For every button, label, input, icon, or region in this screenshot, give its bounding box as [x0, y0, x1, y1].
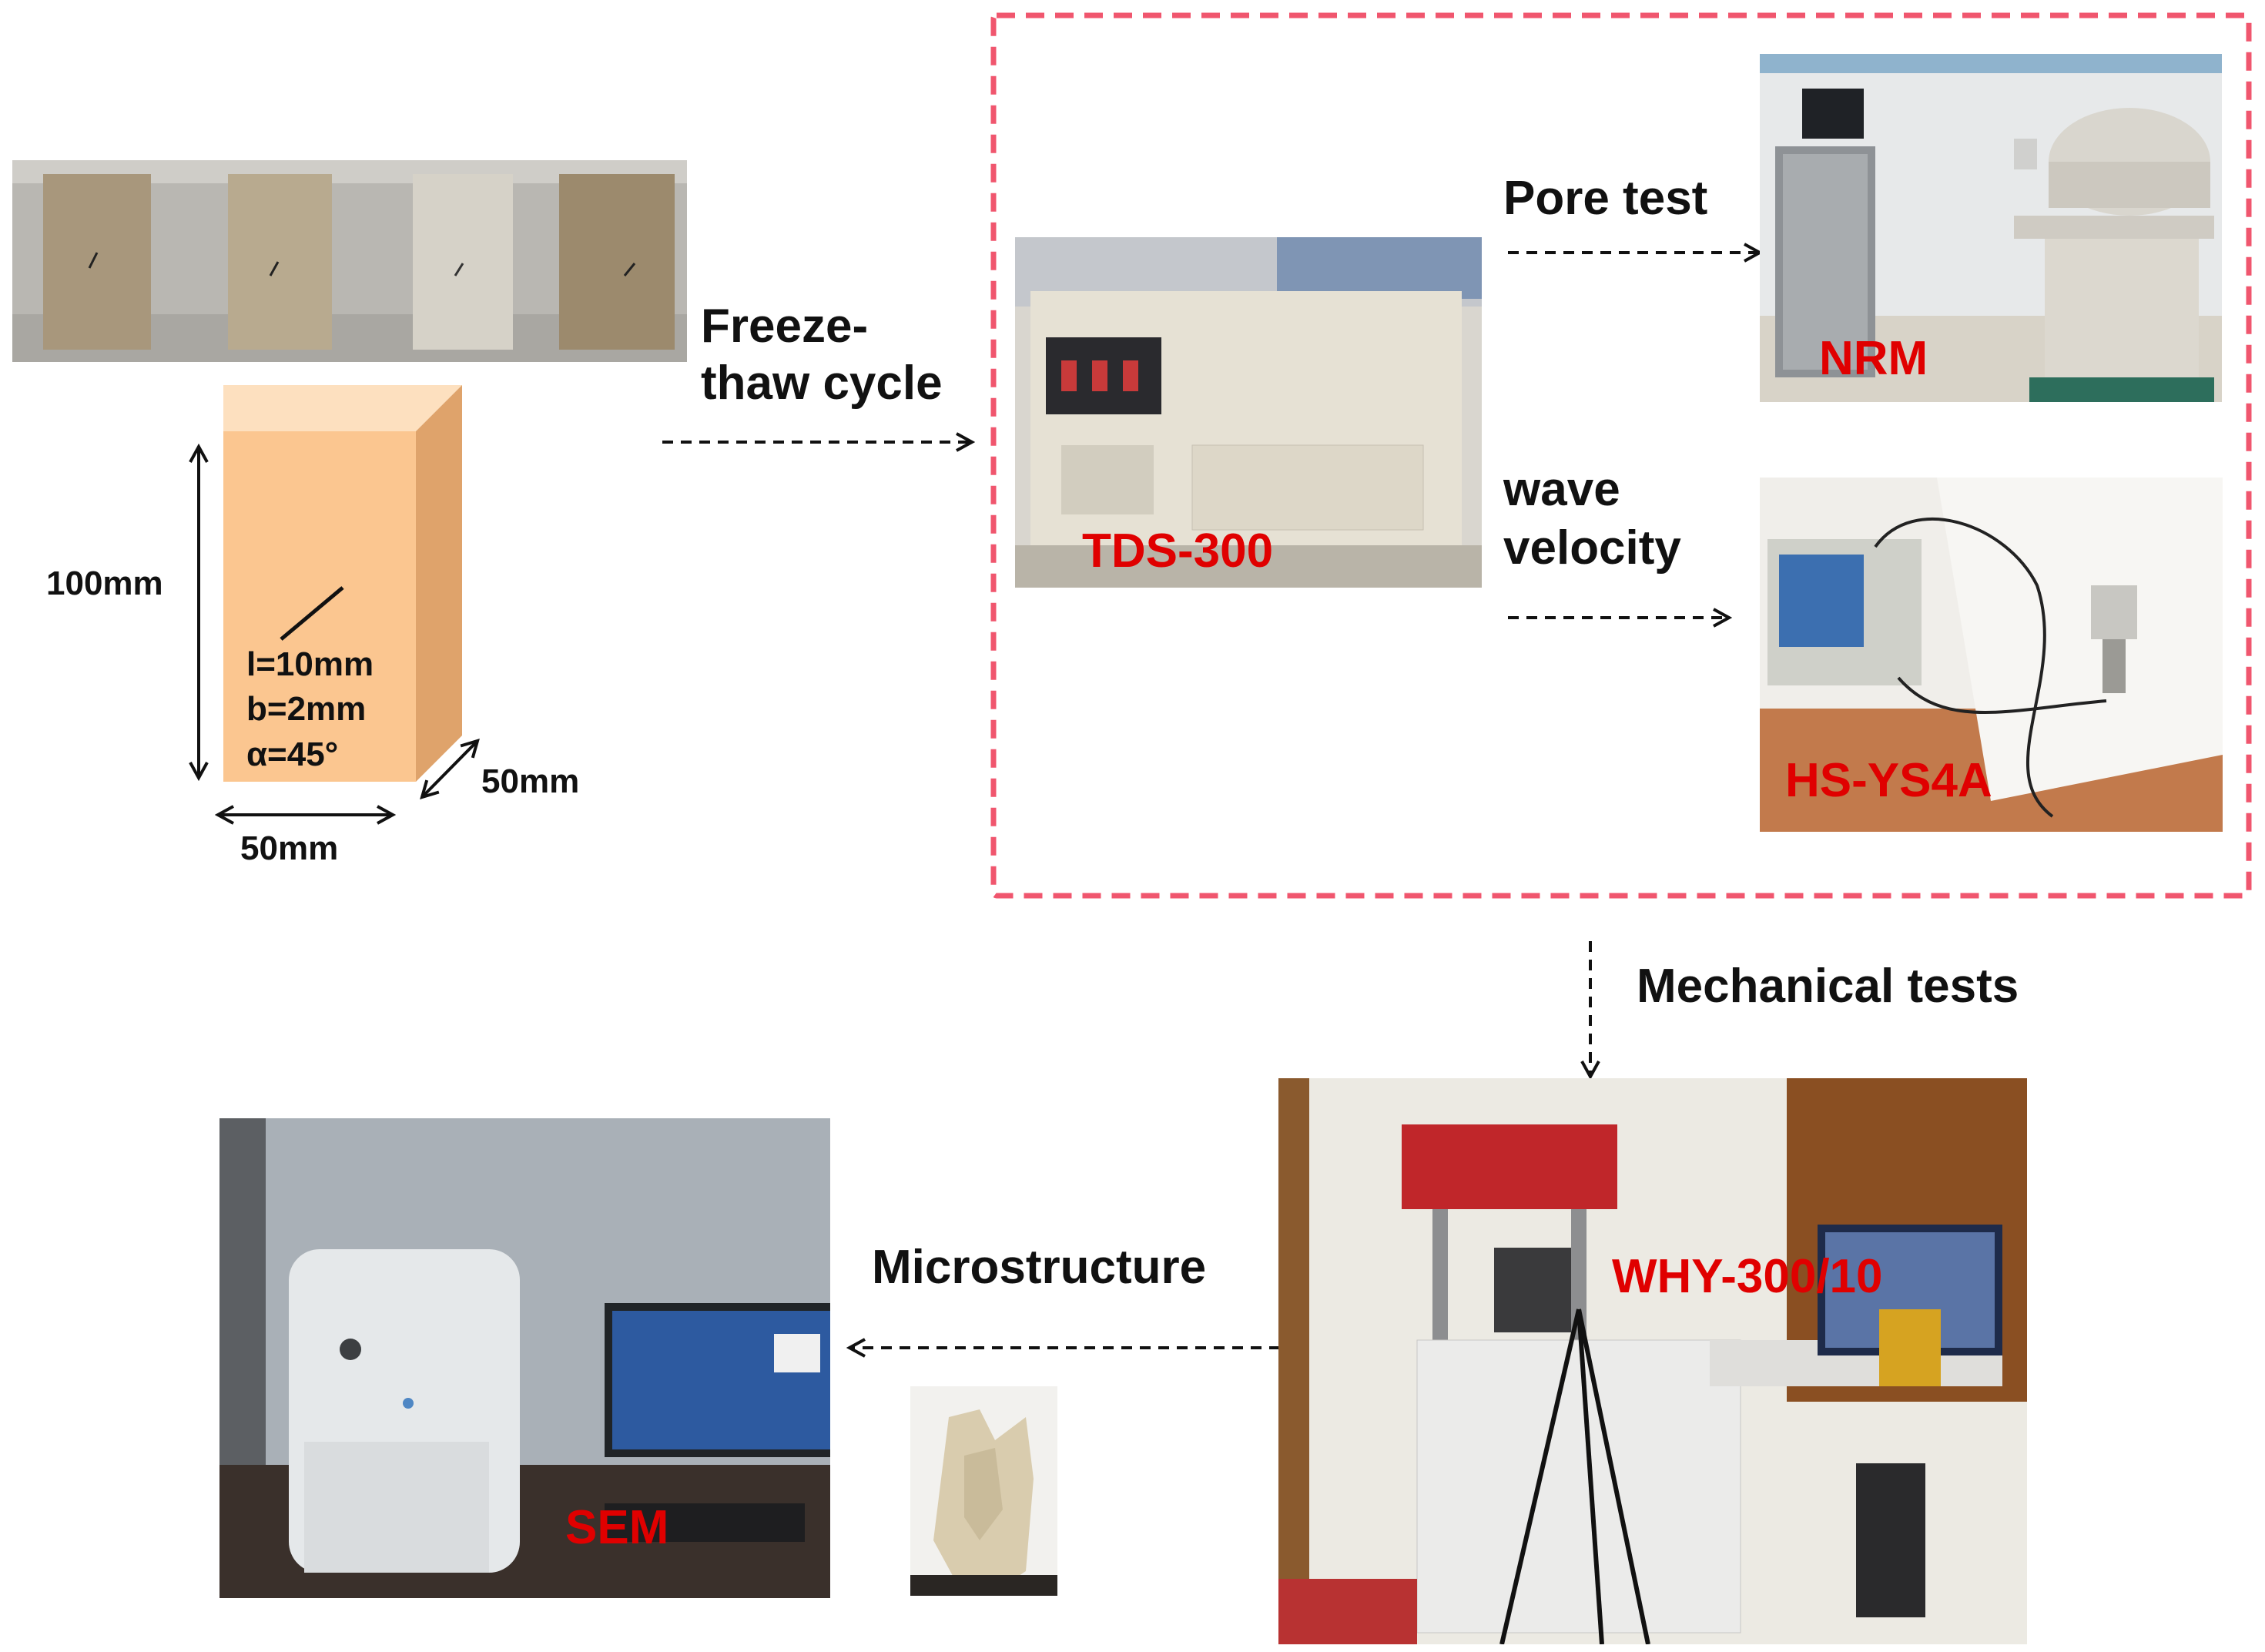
height-label: 100mm	[46, 565, 163, 602]
microstructure-label: Microstructure	[872, 1241, 1207, 1294]
hsys4a-photo	[1760, 478, 2223, 832]
width-label: 50mm	[240, 829, 339, 867]
nrm-label: NRM	[1819, 332, 1928, 385]
freeze-thaw-label-line1: Freeze-	[701, 300, 869, 353]
depth-label: 50mm	[481, 762, 580, 800]
why300-photo	[1278, 1078, 2027, 1644]
crack-angle-label: α=45°	[246, 736, 339, 773]
pore-test-label: Pore test	[1503, 172, 1708, 225]
sem-label: SEM	[565, 1501, 669, 1554]
wave-velocity-label-line2: velocity	[1503, 521, 1681, 575]
tds300-photo	[1015, 237, 1482, 588]
crack-length-label: l=10mm	[246, 645, 374, 683]
nrm-photo	[1760, 54, 2222, 402]
depth-dimension-arrow	[422, 741, 477, 797]
specimens-photo	[12, 160, 687, 362]
crack-width-label: b=2mm	[246, 690, 367, 728]
tds300-label: TDS-300	[1082, 524, 1274, 578]
hsys4a-label: HS-YS4A	[1785, 754, 1992, 807]
freeze-thaw-label-line2: thaw cycle	[701, 357, 943, 410]
test-group-box	[990, 12, 2252, 899]
crack-line	[280, 586, 344, 641]
specimen-block	[223, 385, 462, 782]
wave-velocity-label-line1: wave	[1503, 463, 1620, 516]
fragment-photo	[910, 1386, 1057, 1596]
sem-photo	[219, 1118, 830, 1598]
mechanical-tests-label: Mechanical tests	[1637, 960, 2019, 1013]
why300-label: WHY-300/10	[1612, 1250, 1883, 1303]
